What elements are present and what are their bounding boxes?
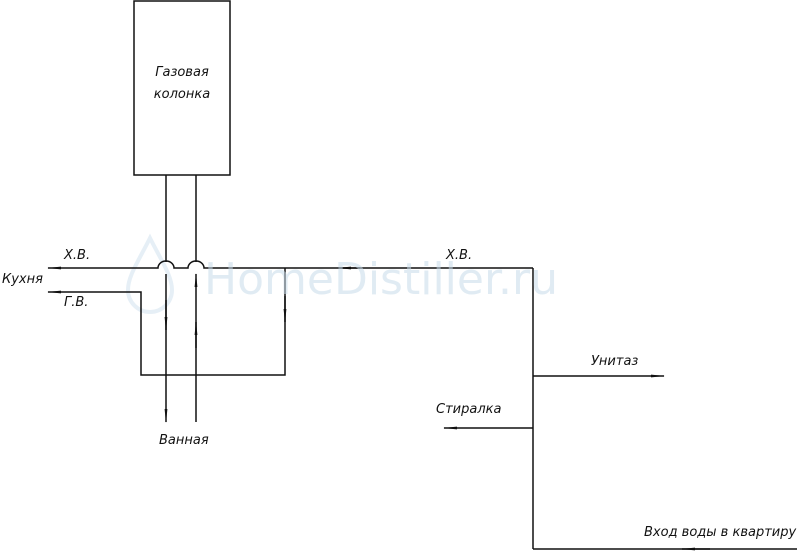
bath-label: Ванная	[159, 433, 209, 448]
washer-label: Стиралка	[436, 402, 502, 417]
watermark-drop-icon	[125, 233, 175, 314]
kitchen-label: Кухня	[2, 272, 43, 287]
cold-water-main-pipe	[47, 260, 533, 270]
gas-heater-box	[133, 0, 231, 176]
hot-water-kitchen-pipe	[47, 268, 286, 376]
toilet-label: Унитаз	[591, 354, 639, 369]
cold-water-left-label: Х.В.	[64, 248, 91, 263]
hot-water-left-label: Г.В.	[64, 295, 89, 310]
gas-heater-label: Газовая колонка	[153, 65, 211, 102]
water-inlet-label: Вход воды в квартиру	[644, 525, 797, 540]
watermark-text: HomeDistiller.ru	[204, 254, 558, 305]
cold-water-right-label: Х.В.	[446, 248, 473, 263]
